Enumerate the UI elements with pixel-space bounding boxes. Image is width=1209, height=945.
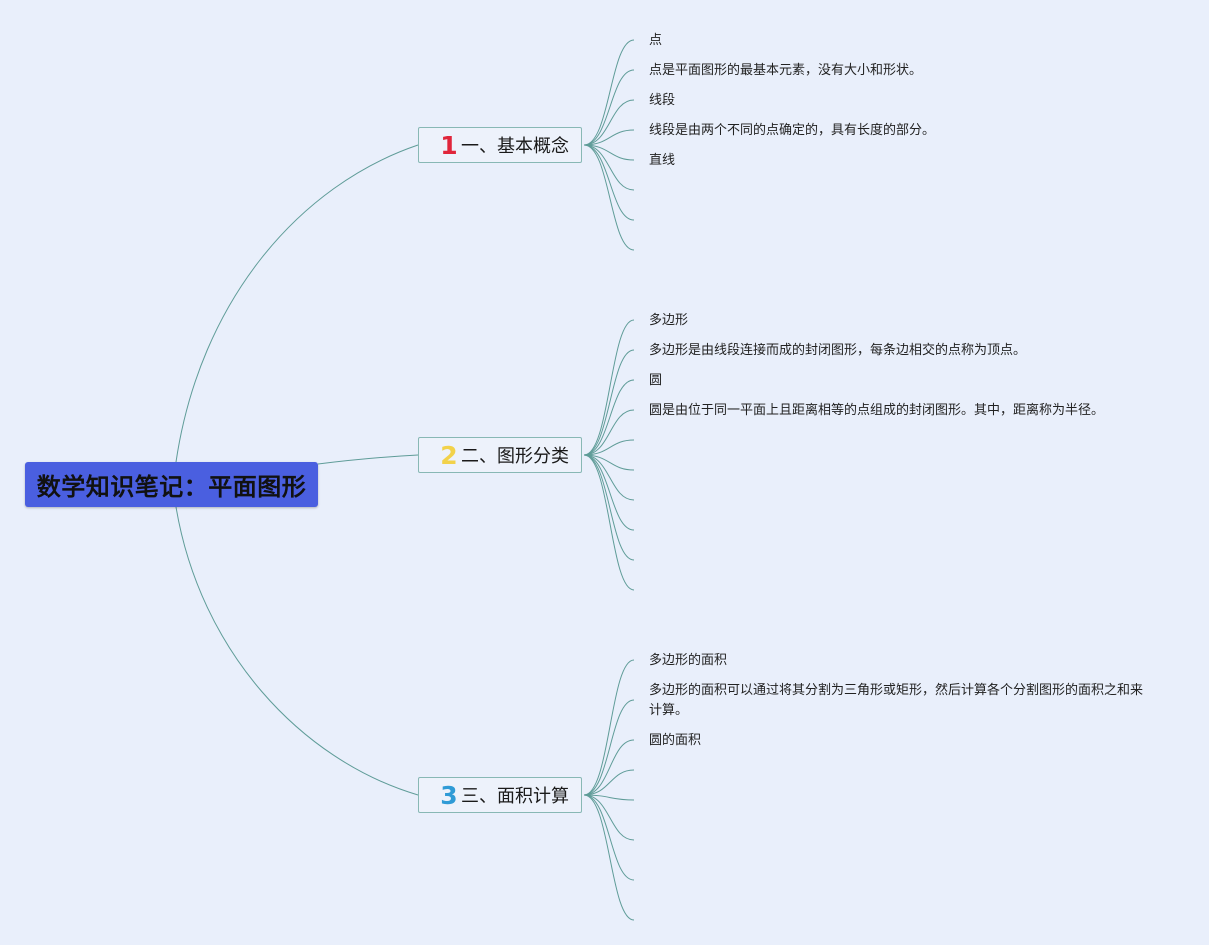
branch-leaf-connector [583, 99, 635, 146]
leaf-label: 线段是由两个不同的点确定的，具有长度的部分。 [649, 123, 936, 138]
leaf-label: 圆是由位于同一平面上且距离相等的点组成的封闭图形。其中，距离称为半径。 [649, 403, 1105, 418]
leaf-topic[interactable]: 圆 [649, 371, 662, 391]
branch-leaf-connector [583, 129, 635, 146]
branch-leaf-connector [583, 349, 635, 456]
leaf-label: 多边形 [649, 313, 689, 328]
number-three-icon: 3 [440, 780, 458, 810]
branch-leaf-connector [583, 144, 635, 161]
leaf-topic[interactable]: 点 [649, 31, 662, 51]
branch-leaf-connector [583, 439, 635, 456]
branch-leaf-connector [583, 794, 635, 841]
leaf-label: 线段 [649, 93, 676, 108]
branch-leaf-connector [583, 794, 635, 921]
branch-leaf-connector [583, 794, 635, 881]
root-topic-title: 数学知识笔记：平面图形 [36, 473, 307, 501]
branch-label: 一、基本概念 [461, 136, 569, 157]
leaf-label: 多边形的面积 [649, 653, 728, 668]
branch-leaf-connector [583, 144, 635, 251]
branch-leaf-connector [583, 409, 635, 456]
branch-topic-shape-classification[interactable]: 2 二、图形分类 [418, 437, 582, 473]
branch-leaf-connector [583, 454, 635, 591]
leaf-label: 直线 [649, 153, 676, 168]
leaf-topic[interactable]: 多边形 [649, 311, 688, 331]
number-one-icon: 1 [440, 130, 458, 160]
branch-topic-basic-concepts[interactable]: 1 一、基本概念 [418, 127, 582, 163]
leaf-label: 点是平面图形的最基本元素，没有大小和形状。 [649, 63, 923, 78]
leaf-label: 点 [649, 33, 663, 48]
branch-leaf-connector [583, 379, 635, 456]
branch-leaf-connector [583, 144, 635, 221]
number-two-icon: 2 [440, 440, 458, 470]
leaf-topic[interactable]: 点是平面图形的最基本元素，没有大小和形状。 [649, 61, 922, 81]
root-branch-connector [175, 144, 419, 463]
branch-leaf-connector [583, 39, 635, 146]
root-branch-connector [175, 506, 419, 796]
branch-leaf-connector [583, 659, 635, 796]
branch-leaf-connector [583, 319, 635, 456]
branch-leaf-connector [583, 454, 635, 471]
branch-leaf-connector [583, 69, 635, 146]
branch-leaf-connector [583, 454, 635, 531]
root-topic[interactable]: 数学知识笔记：平面图形 [25, 462, 318, 507]
leaf-topic[interactable]: 线段 [649, 91, 675, 111]
leaf-label: 多边形的面积可以通过将其分割为三角形或矩形，然后计算各个分割图形的面积之和来计算… [649, 683, 1144, 718]
root-branch-connector [317, 454, 419, 465]
branch-label: 三、面积计算 [461, 786, 569, 807]
branch-leaf-connector [583, 739, 635, 796]
leaf-topic[interactable]: 圆是由位于同一平面上且距离相等的点组成的封闭图形。其中，距离称为半径。 [649, 401, 1104, 421]
branch-leaf-connector [583, 769, 635, 796]
branch-topic-area-calculation[interactable]: 3 三、面积计算 [418, 777, 582, 813]
leaf-topic[interactable]: 直线 [649, 151, 675, 171]
leaf-topic[interactable]: 多边形的面积可以通过将其分割为三角形或矩形，然后计算各个分割图形的面积之和来计算… [649, 681, 1149, 721]
leaf-topic[interactable]: 线段是由两个不同的点确定的，具有长度的部分。 [649, 121, 935, 141]
leaf-topic[interactable]: 圆的面积 [649, 731, 701, 751]
branch-leaf-connector [583, 144, 635, 191]
branch-leaf-connector [583, 454, 635, 501]
leaf-label: 圆的面积 [649, 733, 702, 748]
leaf-topic[interactable]: 多边形的面积 [649, 651, 727, 671]
branch-leaf-connector [583, 699, 635, 796]
leaf-topic[interactable]: 多边形是由线段连接而成的封闭图形，每条边相交的点称为顶点。 [649, 341, 1026, 361]
branch-leaf-connector [583, 454, 635, 561]
branch-leaf-connector [583, 794, 635, 801]
leaf-label: 圆 [649, 373, 663, 388]
branch-label: 二、图形分类 [461, 446, 569, 467]
leaf-label: 多边形是由线段连接而成的封闭图形，每条边相交的点称为顶点。 [649, 343, 1027, 358]
